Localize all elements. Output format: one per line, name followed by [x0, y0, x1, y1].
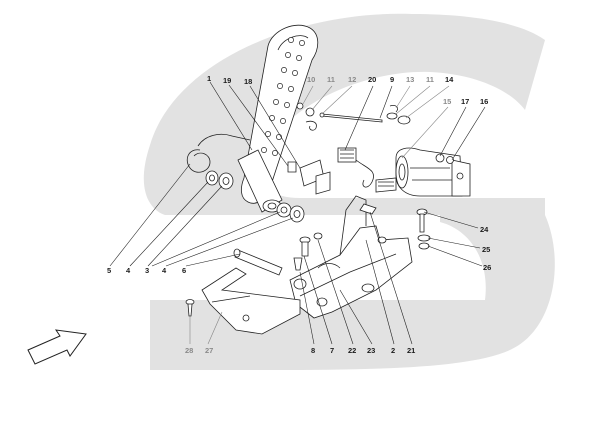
- callout-5: 5: [107, 266, 111, 275]
- callout-6: 6: [182, 266, 186, 275]
- bracket-screws: [293, 232, 323, 271]
- plate-screw: [185, 299, 195, 317]
- callout-17: 17: [461, 97, 469, 106]
- callout-10: 10: [307, 75, 315, 84]
- pedal-perforations: [261, 37, 305, 156]
- callout-27: 27: [205, 346, 213, 355]
- floor-plate: [201, 267, 301, 335]
- callout-7: 7: [330, 346, 334, 355]
- callout-19: 19: [223, 76, 231, 85]
- callout-22: 22: [348, 346, 356, 355]
- brand-s-watermark: [143, 13, 555, 370]
- callout-16: 16: [480, 97, 488, 106]
- callout-24: 24: [480, 225, 489, 234]
- throttle-actuator: [375, 147, 471, 197]
- callout-12: 12: [348, 75, 356, 84]
- callout-11b: 11: [426, 75, 434, 84]
- sensor-bracket: [287, 147, 374, 195]
- callout-11a: 11: [327, 75, 335, 84]
- callout-14: 14: [445, 75, 454, 84]
- throttle-rod: [296, 102, 411, 131]
- accelerator-pedal: [237, 24, 319, 213]
- callout-9: 9: [390, 75, 394, 84]
- callout-2: 2: [391, 346, 395, 355]
- callout-23: 23: [367, 346, 375, 355]
- callout-13: 13: [406, 75, 414, 84]
- mounting-screw-stack: [416, 208, 431, 250]
- callout-25: 25: [482, 245, 490, 254]
- return-spring: [186, 133, 251, 173]
- adjust-rod: [359, 203, 377, 215]
- leader-lines: [109, 81, 486, 345]
- callout-3: 3: [145, 266, 149, 275]
- pivot-washers: [205, 170, 305, 223]
- callout-18: 18: [244, 77, 252, 86]
- callout-8: 8: [311, 346, 315, 355]
- direction-arrow-icon: [27, 329, 87, 365]
- callout-28: 28: [185, 346, 193, 355]
- callout-26: 26: [483, 263, 491, 272]
- callout-4a: 4: [126, 266, 131, 275]
- callout-1: 1: [207, 74, 211, 83]
- callout-20: 20: [368, 75, 376, 84]
- callout-15: 15: [443, 97, 451, 106]
- callout-21: 21: [407, 346, 415, 355]
- callout-4b: 4: [162, 266, 167, 275]
- callout-labels: 1 19 18 10 11 12 20 9 13 11 14 15 17 16 …: [107, 74, 491, 355]
